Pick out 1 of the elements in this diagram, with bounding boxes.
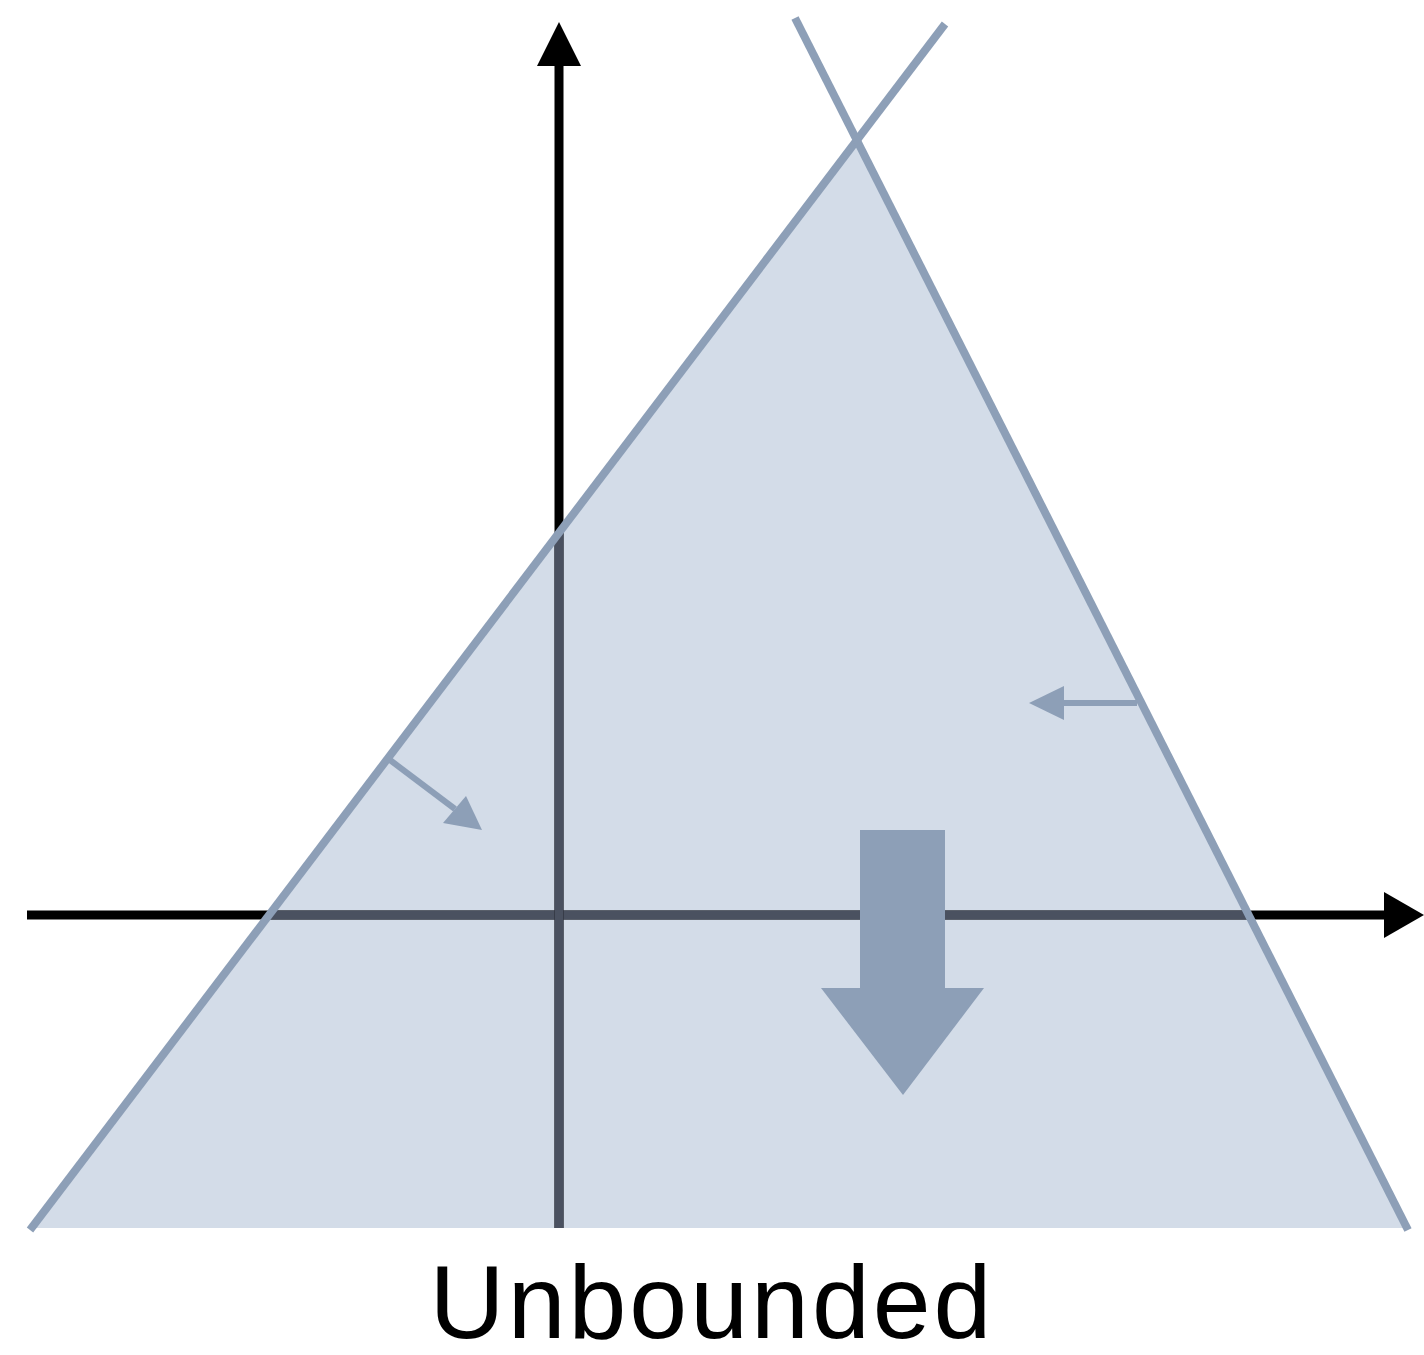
caption: Unbounded [429, 1250, 995, 1354]
